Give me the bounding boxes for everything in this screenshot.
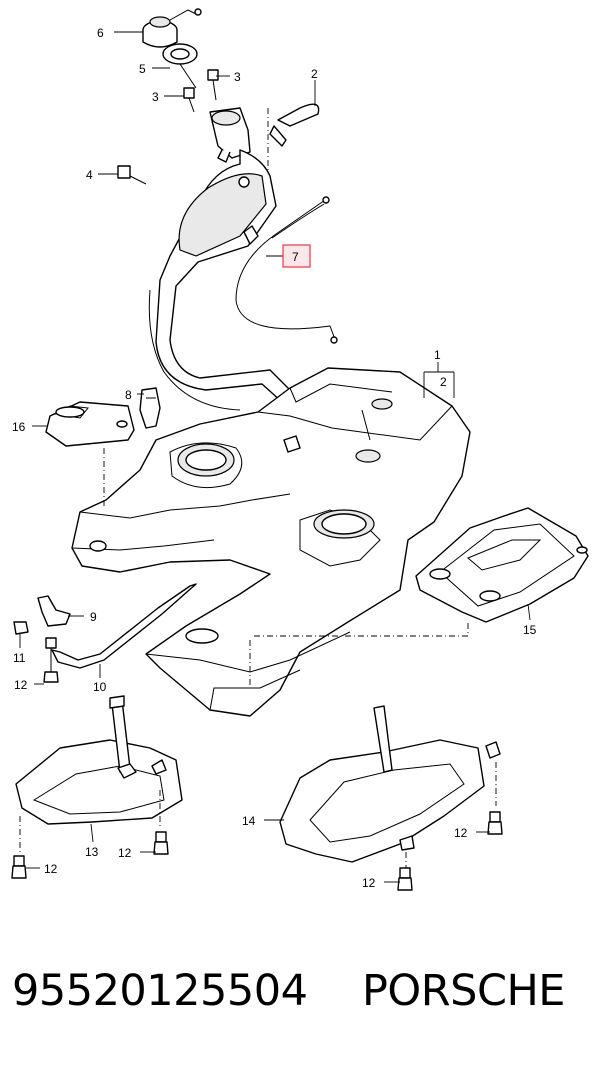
bolt <box>117 165 147 185</box>
callout-2: 2 <box>440 375 447 389</box>
callout-15: 15 <box>523 623 537 637</box>
callout-14: 14 <box>242 814 256 828</box>
callout-5: 5 <box>139 62 146 76</box>
bolt <box>11 855 27 879</box>
underbody-shield <box>279 705 501 868</box>
callout-12: 12 <box>362 876 376 890</box>
bolt <box>43 637 59 683</box>
cover-plate <box>45 401 135 508</box>
callout-4: 4 <box>86 168 93 182</box>
brand-name: PORSCHE <box>362 966 565 1016</box>
clip <box>139 387 161 429</box>
callout-12: 12 <box>14 678 28 692</box>
bolt <box>153 831 169 855</box>
callout-12: 12 <box>118 846 132 860</box>
underbody-shield <box>15 695 183 852</box>
tank-strap <box>37 583 197 669</box>
filler-seal-ring <box>162 43 198 89</box>
nut <box>13 621 29 635</box>
callout-16: 16 <box>12 420 26 434</box>
part-number: 95520125504 <box>12 966 308 1016</box>
filler-pipe <box>148 149 297 411</box>
breather-tube <box>267 103 320 196</box>
callout-1: 1 <box>434 348 441 362</box>
callout-3: 3 <box>152 90 159 104</box>
callout-9: 9 <box>90 610 97 624</box>
vent-line <box>235 196 338 344</box>
leader-lines <box>19 31 531 883</box>
bolt <box>397 867 413 891</box>
callout-12: 12 <box>454 826 468 840</box>
callout-6: 6 <box>97 26 104 40</box>
heat-shield <box>415 507 589 623</box>
callout-3: 3 <box>234 70 241 84</box>
bolt <box>183 87 195 113</box>
bolt <box>207 69 219 101</box>
bolt <box>487 811 503 835</box>
callout-13: 13 <box>85 845 99 859</box>
fuel-cap <box>142 8 202 48</box>
callout-8: 8 <box>125 388 132 402</box>
footer: 95520125504 PORSCHE <box>0 966 600 1036</box>
callout-10: 10 <box>93 680 107 694</box>
callout-11: 11 <box>13 651 26 665</box>
callout-2: 2 <box>311 67 318 81</box>
callout-7: 7 <box>292 250 299 264</box>
fuel-tank <box>71 367 471 717</box>
filler-neck <box>209 107 251 163</box>
callout-12: 12 <box>44 862 58 876</box>
callout-7-highlight <box>282 244 311 268</box>
callout-labels: 6 5 3 3 2 4 7 1 2 8 16 9 11 12 10 15 14 … <box>12 26 537 890</box>
